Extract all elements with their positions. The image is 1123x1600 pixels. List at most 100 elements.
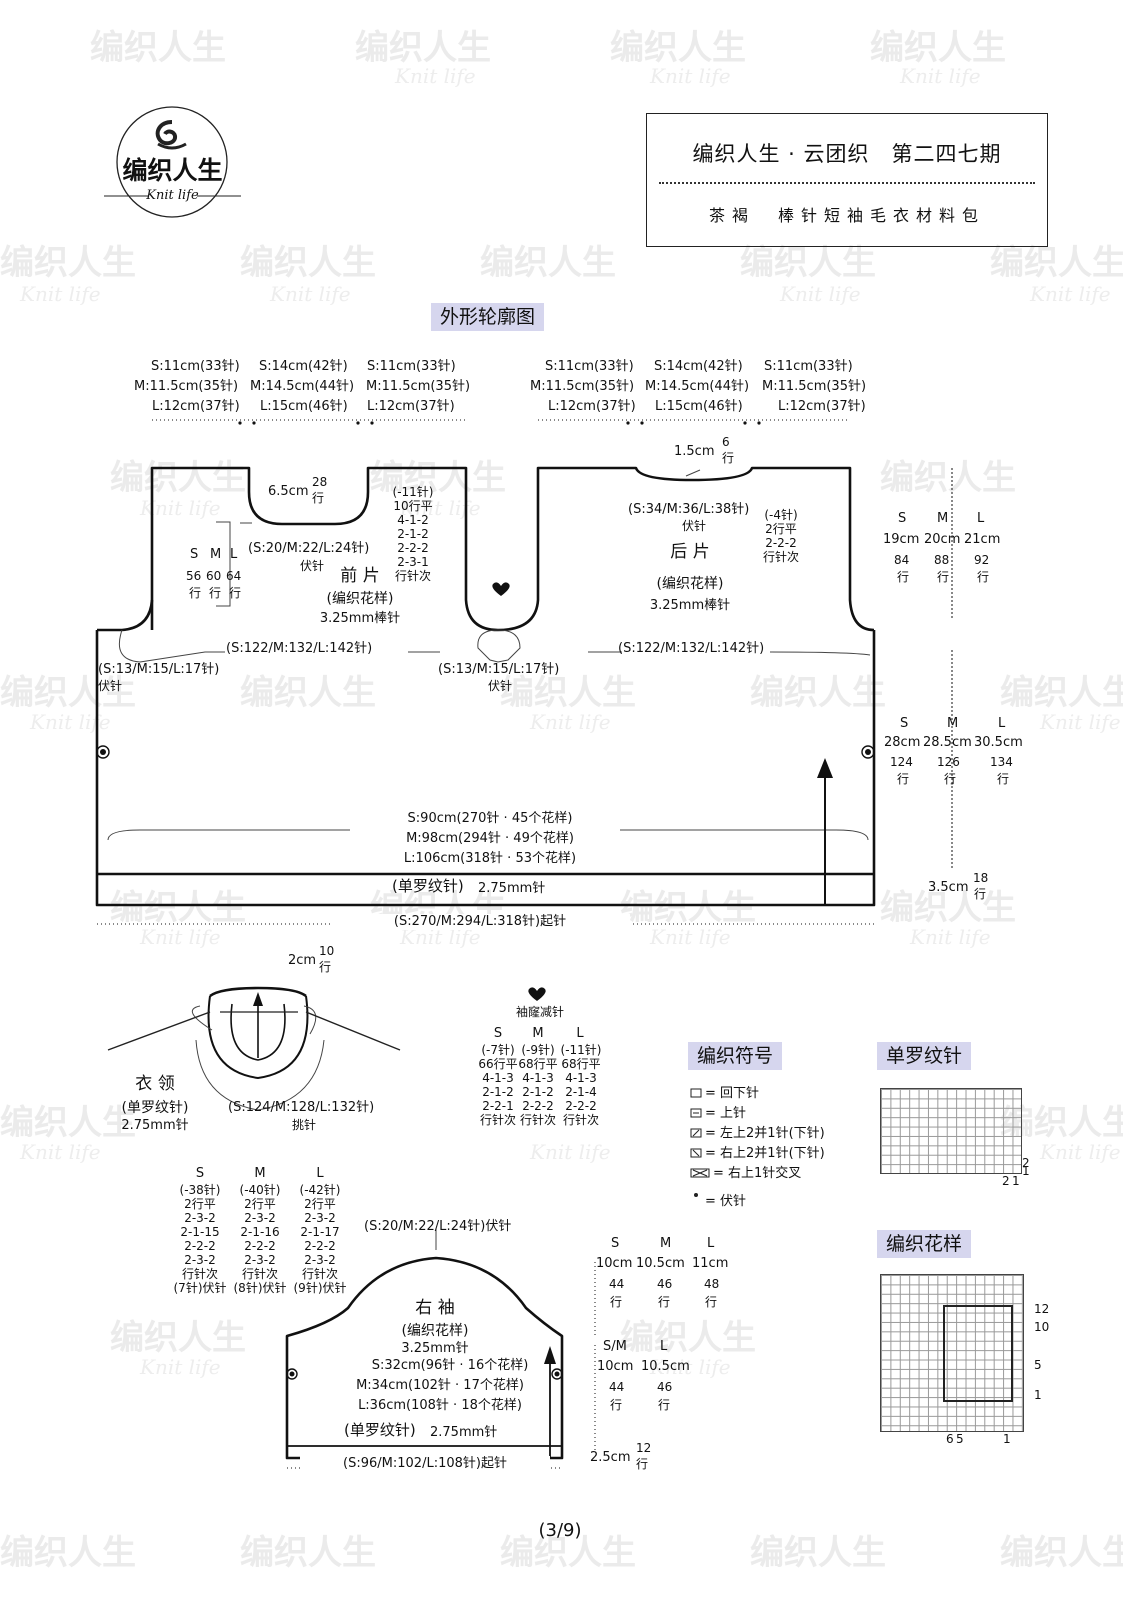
rib-length-rows: 18 — [973, 871, 989, 885]
bind-off-label: 伏针 — [98, 679, 123, 693]
watermark-text: Knit life — [1040, 710, 1121, 734]
left-decrease-icon — [690, 1128, 702, 1138]
chart-axis-label: 1 — [1022, 1164, 1030, 1178]
dim-text: M:11.5cm(35针) — [366, 379, 471, 394]
row-unit: 行 — [974, 887, 987, 901]
body-length-rows: 134 — [990, 755, 1013, 769]
chart-axis-label: 1 — [1034, 1388, 1042, 1402]
dim-text: M:11.5cm(35针) — [762, 379, 867, 394]
rib-length-cm: 3.5cm — [928, 880, 969, 895]
row-unit: 行 — [897, 570, 910, 584]
cross-stitch-icon — [690, 1168, 710, 1178]
bind-off-label: 伏针 — [682, 519, 707, 533]
watermark-text: 编织人生 — [240, 673, 376, 713]
row-unit: 行 — [705, 1295, 718, 1309]
back-piece-pattern: (编织花样) — [656, 576, 724, 592]
symbol-desc: = 伏针 — [705, 1194, 747, 1209]
rib-chart-grid — [880, 1088, 1022, 1174]
dim-text: L:15cm(46针) — [655, 399, 743, 414]
watermark-text: 编织人生 — [870, 28, 1006, 68]
collar-pattern: (单罗纹针) — [121, 1100, 189, 1116]
cap-rows: 46 — [657, 1277, 673, 1291]
size-label: L — [707, 1236, 715, 1251]
watermark-text: 编织人生 — [480, 243, 616, 283]
sleeve-body-cm: 10.5cm — [641, 1359, 690, 1374]
watermark-text: Knit life — [650, 1355, 731, 1379]
cast-on: (S:270/M:294/L:318针)起针 — [330, 914, 630, 930]
front-piece-name: 前 片 — [340, 566, 380, 586]
sleeve-needle: 3.25mm针 — [401, 1341, 469, 1356]
armhole-rows: 64 — [226, 569, 242, 583]
row-unit: 行 — [610, 1398, 623, 1412]
dim-text: L:15cm(46针) — [260, 399, 348, 414]
watermark-text: Knit life — [900, 64, 981, 88]
chart-axis-label: 6 — [946, 1432, 954, 1446]
watermark-text: 编织人生 — [110, 888, 246, 928]
dec-cell: (-38针) — [179, 1183, 221, 1197]
header-subtitle: 茶褐 棒针短袖毛衣材料包 — [708, 206, 985, 225]
body-circumference: S:90cm(270针 · 45个花样) — [407, 811, 573, 826]
chart-axis-label: 10 — [1034, 1320, 1050, 1334]
row-unit: 行 — [319, 960, 332, 974]
watermark-text: 编织人生 — [880, 458, 1016, 498]
watermark-text: Knit life — [650, 925, 731, 949]
sleeve-rib-cm: 2.5cm — [590, 1450, 631, 1465]
pickup-label: 挑针 — [292, 1118, 317, 1132]
symbols-title: 编织符号 — [688, 1042, 783, 1070]
watermark-text: 编织人生 — [0, 1533, 136, 1573]
watermark-text: Knit life — [20, 282, 101, 306]
dec-cell: 2-3-2 — [184, 1211, 216, 1225]
underarm-bind: (S:13/M:15/L:17针) — [98, 662, 220, 677]
bind-off-label: 伏针 — [300, 559, 325, 573]
back-neck-dec: (-4针) — [764, 508, 798, 522]
dec-cell: 2-3-2 — [304, 1211, 336, 1225]
dim-text: L:12cm(37针) — [778, 399, 866, 414]
armhole-rows: 60 — [206, 569, 222, 583]
watermark-text: Knit life — [1030, 282, 1111, 306]
pattern-repeat-box — [943, 1305, 1013, 1402]
back-neck-dec: 2-2-2 — [765, 536, 797, 550]
watermark-text: Knit life — [780, 282, 861, 306]
back-neck-depth: 1.5cm — [674, 444, 715, 459]
dec-cell: (-11针) — [560, 1043, 602, 1057]
back-piece-name: 后 片 — [670, 542, 710, 562]
purl-stitch-icon — [690, 1108, 702, 1118]
size-label: L — [576, 1026, 584, 1041]
size-label: L — [977, 511, 985, 526]
dec-cell: 行针次 — [181, 1267, 218, 1281]
dim-text: S:11cm(33针) — [151, 359, 240, 374]
dim-text: S:11cm(33针) — [367, 359, 456, 374]
back-piece-needle: 3.25mm棒针 — [649, 598, 731, 613]
dim-text: S:11cm(33针) — [764, 359, 853, 374]
watermark-text: 编织人生 — [610, 28, 746, 68]
dec-cell: 2-1-15 — [180, 1225, 220, 1239]
dec-cell: 2-2-1 — [482, 1099, 514, 1113]
row-unit: 行 — [977, 570, 990, 584]
cap-cm: 10cm — [596, 1256, 633, 1271]
front-neck-dec: 2-1-2 — [397, 527, 429, 541]
front-neck-dec: (-11针) — [392, 485, 434, 499]
chart-axis-label: 1 — [1012, 1174, 1020, 1188]
sleeve-cast-on: (S:96/M:102/L:108针)起针 — [300, 1456, 550, 1472]
watermark-text: Knit life — [140, 925, 221, 949]
sleeve-top-bind: (S:20/M:22/L:24针)伏针 — [364, 1219, 512, 1234]
armhole-cm: 19cm — [883, 532, 920, 547]
size-label: M — [210, 547, 222, 562]
dec-cell: 2-1-4 — [565, 1085, 597, 1099]
symbol-desc: = 右上1针交叉 — [713, 1166, 802, 1181]
dec-cell: 2-2-2 — [522, 1099, 554, 1113]
dec-cell: (-9针) — [521, 1043, 555, 1057]
row-unit: 行 — [189, 586, 202, 600]
row-unit: 行 — [997, 772, 1010, 786]
front-neck-rows: 28 — [312, 475, 328, 489]
sleeve-body-rows: 46 — [657, 1380, 673, 1394]
dec-cell: 2-2-2 — [304, 1239, 336, 1253]
underarm-bind: (S:13/M:15/L:17针) — [438, 662, 560, 677]
armhole-rows: 84 — [894, 553, 910, 567]
size-label: M — [660, 1236, 672, 1251]
size-label: M — [947, 716, 959, 731]
symbol-desc: = 回下针 — [705, 1086, 760, 1101]
watermark-text: 编织人生 — [990, 243, 1123, 283]
watermark-text: Knit life — [20, 1140, 101, 1164]
row-unit: 行 — [312, 491, 325, 505]
